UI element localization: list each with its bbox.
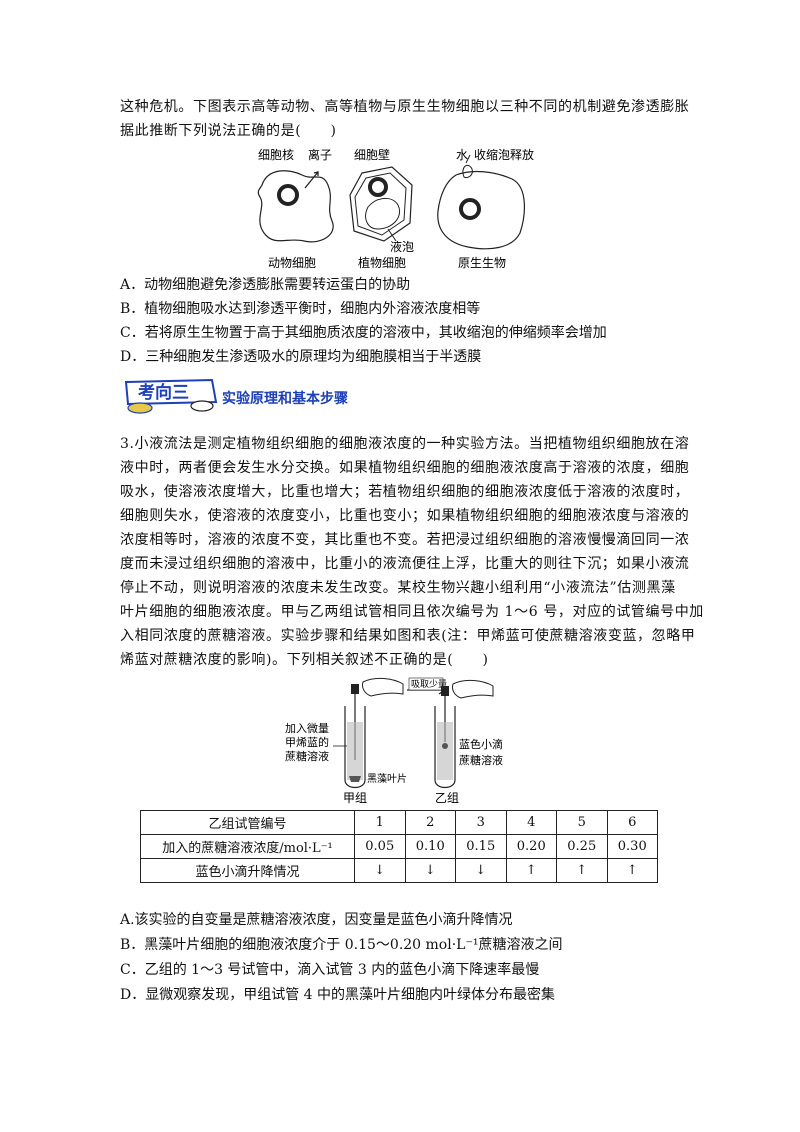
caption-plant: 植物细胞 bbox=[358, 255, 406, 270]
q2-intro-line-2: 据此推断下列说法正确的是( ) bbox=[120, 123, 337, 139]
caption-group-b: 乙组 bbox=[435, 791, 459, 805]
animal-cell-outline bbox=[257, 170, 334, 243]
table-cell: 0.10 bbox=[404, 834, 456, 859]
q2-option-d: D．三种细胞发生渗透吸水的原理均为细胞膜相当于半透膜 bbox=[120, 349, 482, 365]
table-cell: ↓ bbox=[404, 858, 456, 883]
q3-option-a: A.该实验的自变量是蔗糖溶液浓度，因变量是蓝色小滴升降情况 bbox=[120, 912, 513, 928]
table-cell: 4 bbox=[505, 810, 557, 835]
table-cell: 5 bbox=[556, 810, 608, 835]
table-cell: 3 bbox=[455, 810, 507, 835]
q3-line-3: 吸水，使溶液浓度增大，比重也增大；若植物组织细胞的细胞液浓度低于溶液的浓度时， bbox=[120, 484, 690, 500]
table-cell: 1 bbox=[354, 810, 406, 835]
q3-line-10: 烯蓝对蔗糖浓度的影响)。下列相关叙述不正确的是( ) bbox=[120, 652, 489, 668]
animal-nucleus-icon bbox=[277, 184, 299, 206]
q3-option-c: C．乙组的 1～3 号试管中，滴入试管 3 内的蓝色小滴下降速率最慢 bbox=[120, 962, 540, 978]
table-cell: ↑ bbox=[606, 858, 658, 883]
dropper-left-icon bbox=[351, 684, 359, 694]
plant-nucleus-icon bbox=[368, 177, 388, 197]
table-cell: ↑ bbox=[556, 858, 608, 883]
plant-cell-wall bbox=[349, 166, 413, 242]
leaf-piece-icon bbox=[349, 776, 361, 782]
section-badge-text: 考向三 bbox=[137, 382, 189, 403]
row-header-concentration: 加入的蔗糖溶液浓度/mol·L⁻¹ bbox=[140, 834, 355, 859]
table-row: 蓝色小滴升降情况 ↓ ↓ ↓ ↑ ↑ ↑ bbox=[140, 858, 658, 883]
hand-left-icon bbox=[362, 677, 404, 697]
q3-line-9: 入相同浓度的蔗糖溶液。实验步骤和结果如图和表(注：甲烯蓝可使蔗糖溶液变蓝，忽略甲 bbox=[120, 628, 696, 644]
label-drop: 蓝色小滴 bbox=[459, 737, 503, 751]
label-solution: 蔗糖溶液 bbox=[459, 753, 503, 767]
protist-nucleus-icon bbox=[459, 198, 481, 220]
table-cell: 0.05 bbox=[354, 834, 406, 859]
label-nucleus: 细胞核 bbox=[258, 148, 294, 162]
q2-option-c: C．若将原生生物置于高于其细胞质浓度的溶液中，其收缩泡的伸缩频率会增加 bbox=[120, 325, 607, 341]
table-cell: ↑ bbox=[505, 858, 557, 883]
q3-line-4: 细胞则失水，使溶液的浓度变小，比重也变小；如果植物组织细胞的细胞液浓度与溶液的 bbox=[120, 508, 690, 524]
protist-outline bbox=[437, 170, 526, 250]
table-cell: 0.15 bbox=[455, 834, 507, 859]
q2-option-b: B．植物细胞吸水达到渗透平衡时，细胞内外溶液浓度相等 bbox=[120, 301, 481, 317]
row-header-tube: 乙组试管编号 bbox=[140, 810, 355, 835]
label-left-1: 加入微量 bbox=[285, 721, 329, 735]
label-water: 水 bbox=[456, 148, 468, 162]
q3-line-2: 液中时，两者便会发生水分交换。如果植物组织细胞的细胞液浓度高于溶液的浓度，细胞 bbox=[120, 460, 690, 476]
test-tube-figure: 吸取少量 加入微量 甲烯蓝的 蔗糖溶液 黑藻叶片 蓝色小滴 蔗糖溶液 甲组 乙组 bbox=[285, 677, 503, 805]
table-cell: 0.25 bbox=[556, 834, 608, 859]
q3-option-b: B．黑藻叶片细胞的细胞液浓度介于 0.15～0.20 mol·L⁻¹蔗糖溶液之间 bbox=[120, 937, 563, 953]
q3-line-8: 叶片细胞的细胞液浓度。甲与乙两组试管相同且依次编号为 1～6 号，对应的试管编号… bbox=[120, 604, 704, 620]
label-left-2: 甲烯蓝的 bbox=[285, 735, 329, 749]
q2-option-a: A．动物细胞避免渗透膨胀需要转运蛋白的协助 bbox=[120, 277, 411, 293]
label-cell-wall: 细胞壁 bbox=[354, 147, 390, 162]
caption-protist: 原生生物 bbox=[458, 256, 506, 270]
table-cell: 0.30 bbox=[606, 834, 658, 859]
contractile-vacuole-icon bbox=[462, 164, 473, 178]
tube-a bbox=[344, 706, 366, 789]
q3-line-5: 浓度相等时，溶液的浓度不变，其比重也不变。若把浸过组织细胞的溶液慢慢滴回同一浓 bbox=[120, 532, 690, 548]
table-cell: ↓ bbox=[455, 858, 507, 883]
caption-group-a: 甲组 bbox=[343, 791, 367, 805]
q3-line-1: 3.小液流法是测定植物组织细胞的细胞液浓度的一种实验方法。当把植物组织细胞放在溶 bbox=[120, 436, 690, 452]
label-left-3: 蔗糖溶液 bbox=[285, 749, 329, 763]
table-cell: 2 bbox=[404, 810, 456, 835]
q3-line-6: 度而未浸过组织细胞的溶液中，比重小的液流便往上浮，比重大的则往下沉；如果小液流 bbox=[120, 556, 690, 572]
label-absorb: 吸取少量 bbox=[411, 679, 447, 690]
table-row: 加入的蔗糖溶液浓度/mol·L⁻¹ 0.05 0.10 0.15 0.20 0.… bbox=[140, 834, 658, 859]
vacuole-shape bbox=[365, 198, 400, 230]
ion-arrow-icon bbox=[304, 171, 319, 189]
blue-drop-icon bbox=[442, 743, 448, 749]
tube-b bbox=[434, 706, 456, 789]
q3-option-d: D．显微观察发现，甲组试管 4 中的黑藻叶片细胞内叶绿体分布最密集 bbox=[120, 987, 556, 1003]
table-cell: ↓ bbox=[354, 858, 406, 883]
table-row: 乙组试管编号 1 2 3 4 5 6 bbox=[140, 810, 658, 835]
section-badge-icon: 考向三 bbox=[124, 378, 218, 414]
hand-right-icon bbox=[452, 679, 494, 699]
label-vacuole: 液泡 bbox=[390, 239, 414, 254]
label-leaf: 黑藻叶片 bbox=[367, 772, 407, 785]
caption-animal: 动物细胞 bbox=[268, 256, 316, 270]
results-table: 乙组试管编号 1 2 3 4 5 6 加入的蔗糖溶液浓度/mol·L⁻¹ 0.0… bbox=[140, 810, 658, 883]
q3-line-7: 停止不动，则说明溶液的浓度未发生改变。某校生物兴趣小组利用“小液流法”估测黑藻 bbox=[120, 580, 676, 596]
section-title: 实验原理和基本步骤 bbox=[222, 391, 348, 407]
table-cell: 0.20 bbox=[505, 834, 557, 859]
label-release: 收缩泡释放 bbox=[474, 147, 534, 162]
table-cell: 6 bbox=[606, 810, 658, 835]
q2-intro-line-1: 这种危机。下图表示高等动物、高等植物与原生生物细胞以三种不同的机制避免渗透膨胀 bbox=[120, 99, 690, 115]
row-header-movement: 蓝色小滴升降情况 bbox=[140, 858, 355, 883]
label-ion: 离子 bbox=[308, 147, 332, 162]
dropper-right-icon bbox=[441, 686, 449, 696]
cell-mechanism-figure: 细胞核 离子 细胞壁 水 收缩泡释放 液泡 动物细胞 植物细胞 原生生物 bbox=[257, 147, 534, 270]
